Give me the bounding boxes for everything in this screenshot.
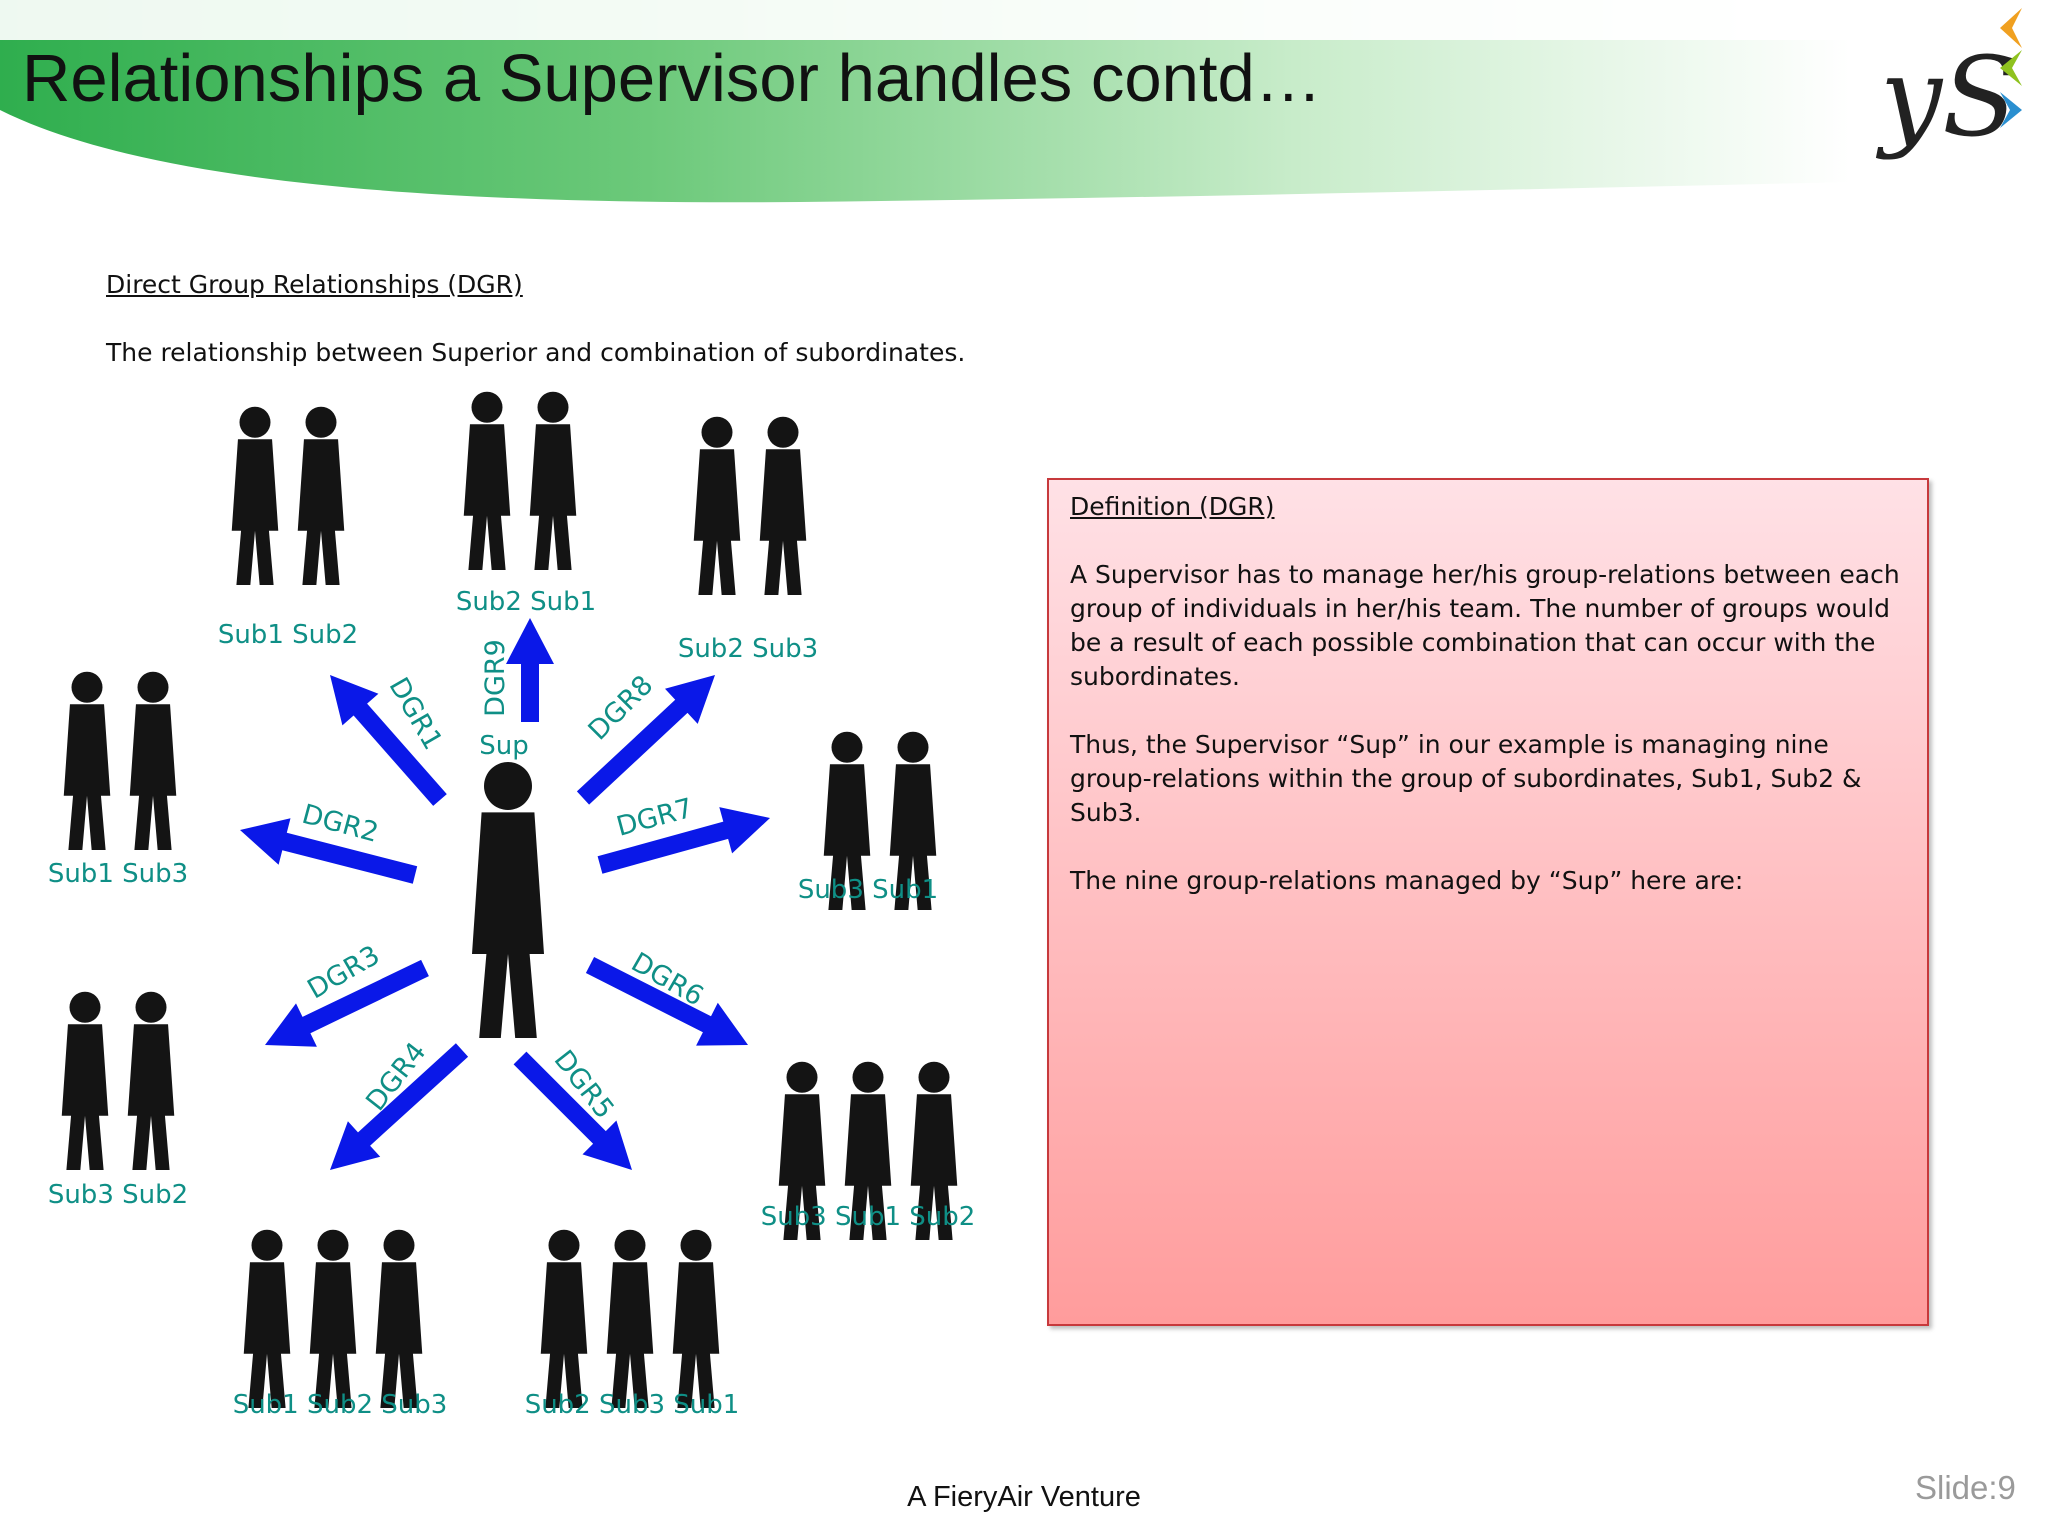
supervisor-label: Sup bbox=[479, 731, 529, 761]
logo-lettering: yS bbox=[1875, 33, 2018, 160]
intro-text: The relationship between Superior and co… bbox=[106, 338, 966, 367]
dgr8-arrow bbox=[576, 675, 715, 805]
slide-title: Relationships a Supervisor handles contd… bbox=[22, 41, 1322, 116]
slide-number: Slide:9 bbox=[1915, 1469, 2016, 1506]
dgr5-person-2 bbox=[606, 1229, 654, 1408]
dgr5-person-3 bbox=[672, 1229, 720, 1408]
dgr1-group-label: Sub1 Sub2 bbox=[218, 620, 358, 650]
dgr9-group-label: Sub2 Sub1 bbox=[456, 587, 596, 617]
dgr3-arrow bbox=[265, 959, 429, 1047]
dgr9-arrow bbox=[506, 618, 554, 722]
dgr2-person-2 bbox=[129, 671, 177, 850]
dgr8-person-1 bbox=[693, 416, 741, 595]
dgr4-arrow bbox=[330, 1043, 469, 1170]
dgr1-person-1 bbox=[231, 406, 279, 585]
section-heading: Direct Group Relationships (DGR) bbox=[106, 270, 523, 299]
company-logo: yS bbox=[1875, 8, 2022, 160]
dgr7-group-label: Sub3 Sub1 bbox=[798, 875, 938, 905]
dgr6-arrow bbox=[585, 957, 748, 1046]
dgr5-group-label: Sub2 Sub3 Sub1 bbox=[525, 1390, 740, 1420]
dgr4-group-label: Sub1 Sub2 Sub3 bbox=[233, 1390, 448, 1420]
dgr3-group-label: Sub3 Sub2 bbox=[48, 1180, 188, 1210]
dgr3-person-1 bbox=[61, 991, 109, 1170]
dgr2-group-label: Sub1 Sub3 bbox=[48, 859, 188, 889]
dgr6-group-label: Sub3 Sub1 Sub2 bbox=[761, 1202, 976, 1232]
dgr7-arrow bbox=[597, 807, 770, 874]
supervisor-figure bbox=[472, 762, 544, 1038]
footer-text: A FieryAir Venture bbox=[907, 1481, 1141, 1513]
definition-box: Definition (DGR) A Supervisor has to man… bbox=[1047, 478, 1929, 1326]
dgr9-person-1 bbox=[463, 391, 511, 570]
dgr8-group-label: Sub2 Sub3 bbox=[678, 634, 818, 664]
dgr5-person-1 bbox=[540, 1229, 588, 1408]
dgr9-person-2 bbox=[529, 391, 577, 570]
dgr2-arrow bbox=[240, 818, 418, 884]
dgr4-person-3 bbox=[375, 1229, 423, 1408]
dgr1-person-2 bbox=[297, 406, 345, 585]
definition-paragraph-3: The nine group-relations managed by “Sup… bbox=[1070, 866, 1744, 895]
dgr2-person-1 bbox=[63, 671, 111, 850]
dgr9-arrow-label: DGR9 bbox=[480, 639, 511, 717]
title-swoosh bbox=[0, 0, 1850, 203]
definition-title: Definition (DGR) bbox=[1070, 492, 1275, 521]
dgr3-person-2 bbox=[127, 991, 175, 1170]
dgr4-person-1 bbox=[243, 1229, 291, 1408]
dgr8-person-2 bbox=[759, 416, 807, 595]
definition-paragraph-1: A Supervisor has to manage her/his group… bbox=[1070, 560, 1900, 691]
dgr1-arrow bbox=[330, 675, 447, 806]
dgr5-arrow bbox=[513, 1051, 632, 1170]
definition-paragraph-2: Thus, the Supervisor “Sup” in our exampl… bbox=[1070, 730, 1862, 827]
dgr4-person-2 bbox=[309, 1229, 357, 1408]
